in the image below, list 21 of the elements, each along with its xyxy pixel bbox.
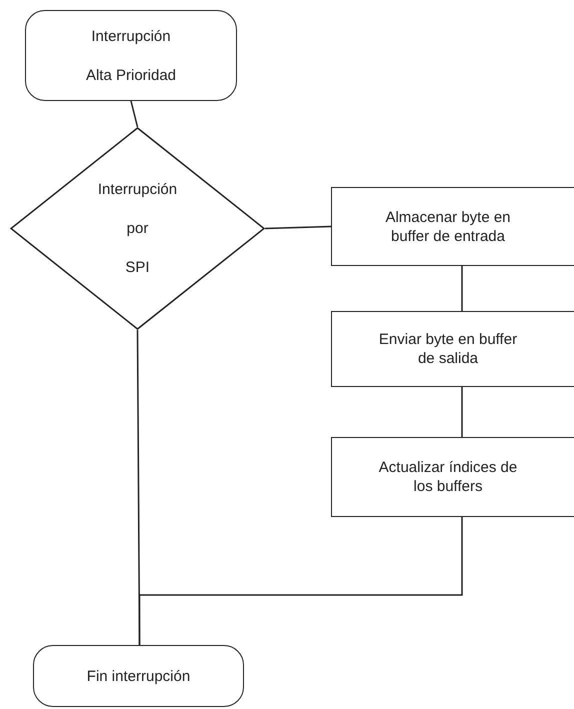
connector-line xyxy=(138,517,463,645)
node-label: Almacenar byte en buffer de entrada xyxy=(384,208,512,246)
connector-line xyxy=(136,330,140,645)
connector-line xyxy=(461,266,463,311)
node-label: por xyxy=(126,219,148,238)
terminal-box xyxy=(25,10,237,101)
node-label: Interrupción xyxy=(91,26,171,46)
node-label: Interrupción xyxy=(98,180,178,199)
process-box xyxy=(331,187,574,266)
node-label: Enviar byte en buffer de salida xyxy=(378,330,518,368)
node-label: SPI xyxy=(125,258,150,277)
node-label: Actualizar índices de los buffers xyxy=(378,458,518,496)
connector-line xyxy=(130,100,138,128)
connector-line xyxy=(461,387,463,437)
node-label: Fin interrupción xyxy=(86,666,190,686)
process-box xyxy=(331,311,574,387)
node-label: Alta Prioridad xyxy=(86,66,176,84)
decision-diamond xyxy=(10,127,265,330)
process-box xyxy=(331,437,574,517)
connector-line xyxy=(264,226,332,230)
terminal-box xyxy=(33,645,244,707)
